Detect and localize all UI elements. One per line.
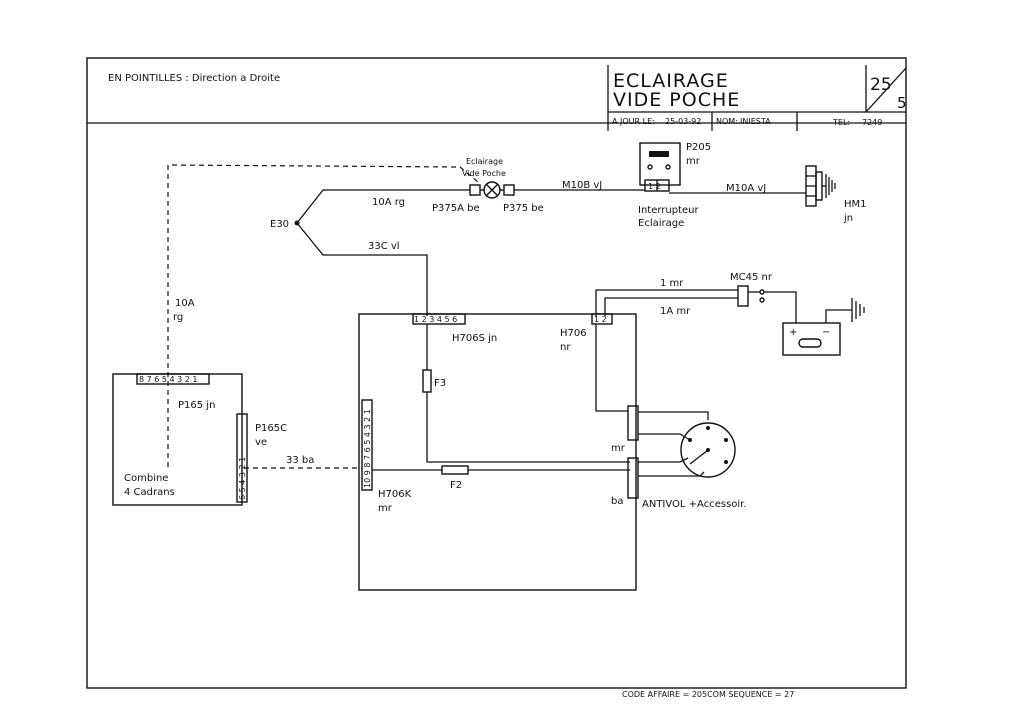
antivol-connector-ba — [627, 457, 639, 499]
antivol-mr-label: mr — [611, 443, 626, 454]
wire-antivol-1 — [638, 411, 709, 420]
title-line-2: VIDE POCHE — [613, 89, 740, 111]
tel-value: 7249 — [862, 118, 882, 127]
fuse-f2-label: F2 — [450, 480, 462, 491]
interrupteur-switch — [639, 142, 681, 192]
p205-name: P205 — [686, 142, 711, 153]
p165-connector — [136, 373, 210, 385]
h706-connector — [591, 313, 613, 325]
e30-label: E30 — [270, 219, 289, 230]
h706-pins: 1 2 — [594, 315, 607, 324]
page-number-bottom: 5 — [897, 94, 907, 112]
lamp-label-1: Eclairage — [466, 157, 503, 166]
h706k-name: H706K — [378, 489, 412, 500]
h706k-pins: 10 9 8 7 6 5 4 3 2 1 — [363, 409, 372, 488]
switch-label-2: Eclairage — [638, 218, 684, 229]
switch-label-1: Interrupteur — [638, 205, 700, 216]
mc45-label: MC45 nr — [730, 272, 773, 283]
wire-battery-ground — [825, 309, 852, 323]
page-border — [86, 57, 907, 689]
wire-10a-rg-label: 10A rg — [372, 197, 405, 208]
date-label: A JOUR LE: — [612, 117, 655, 126]
combine-label-1: Combine — [124, 473, 168, 484]
mc45-connector — [737, 285, 765, 307]
wire-33c-label: 33C vl — [368, 241, 400, 252]
h706-color: nr — [560, 342, 571, 353]
lamp-label-2: Vide Poche — [462, 169, 506, 178]
wire-p375a: P375A be — [432, 203, 480, 214]
wire-h706-antivol — [595, 324, 628, 412]
h706s-connector — [412, 313, 466, 325]
wire-1a-mr-label: 1A mr — [660, 306, 691, 317]
p205-color: mr — [686, 156, 701, 167]
fuse-f2 — [441, 465, 469, 475]
switch-pins: 1 2 — [648, 182, 661, 191]
p165c-connector — [236, 413, 248, 503]
p165-pins: 8 7 6 5 4 3 2 1 — [139, 375, 198, 384]
footer-code: CODE AFFAIRE = 205COM SEQUENCE = 27 — [622, 690, 794, 699]
wire-battery-positive — [764, 291, 797, 323]
fuse-f3 — [422, 369, 432, 393]
date-value: 25-03-92 — [665, 117, 701, 126]
wire-m10a-label: M10A vJ — [726, 183, 766, 194]
battery — [782, 322, 841, 356]
wire-1-mr-label: 1 mr — [660, 278, 684, 289]
wire-antivol-2 — [638, 433, 691, 441]
combine-label-2: 4 Cadrans — [124, 487, 175, 498]
h706-name: H706 — [560, 328, 587, 339]
wire-10a-rg — [296, 189, 470, 224]
wire-antivol-3 — [638, 457, 689, 463]
p165c-pins: 6 5 4 3 2 1 — [238, 457, 247, 500]
h706k-connector — [361, 399, 373, 491]
h706s-label: H706S jn — [452, 333, 497, 344]
wire-10a-color: rg — [173, 312, 183, 323]
wire-p375: P375 be — [503, 203, 544, 214]
p165c-name: P165C — [255, 423, 287, 434]
antivol-ba-label: ba — [611, 496, 623, 507]
wire-1a-mr — [604, 297, 738, 316]
h706k-color: mr — [378, 503, 393, 514]
h706s-pins: 1 2 3 4 5 6 — [414, 315, 457, 324]
p165c-color: ve — [255, 437, 267, 448]
h706-fusebox — [358, 313, 637, 591]
battery-ground-icon — [851, 298, 865, 322]
tel-label: TEL: — [832, 118, 850, 127]
wire-m10b-label: M10B vJ — [562, 180, 602, 191]
wire-1-mr — [595, 289, 738, 316]
title-line-1: ECLAIRAGE — [613, 70, 729, 92]
wire-f3-out — [426, 392, 630, 463]
name-label: NOM: — [716, 117, 738, 126]
battery-minus: − — [822, 327, 830, 338]
wire-10a: 10A — [175, 298, 195, 309]
glovebox-lamp — [469, 181, 515, 199]
antivol-label: ANTIVOL +Accessoir. — [642, 499, 747, 510]
header-note: EN POINTILLES : Direction a Droite — [108, 73, 280, 84]
battery-plus: + — [789, 327, 797, 338]
antivol-switch — [680, 422, 736, 478]
combine-instrument — [112, 373, 243, 506]
hm1-ground — [805, 165, 836, 207]
title-block: ECLAIRAGE VIDE POCHE 25 5 A JOUR LE: 25-… — [607, 65, 907, 131]
hm1-color: jn — [843, 213, 853, 224]
dashed-route-rhd — [167, 164, 479, 467]
antivol-connector-mr — [627, 405, 639, 441]
name-value: INIESTA — [740, 117, 771, 126]
wire-33c-vl — [296, 222, 428, 316]
fuse-f3-label: F3 — [434, 378, 446, 389]
wire-33-ba: 33 ba — [286, 455, 314, 466]
p165-label: P165 jn — [178, 400, 215, 411]
page-number-top: 25 — [870, 75, 892, 95]
hm1-name: HM1 — [844, 199, 867, 210]
